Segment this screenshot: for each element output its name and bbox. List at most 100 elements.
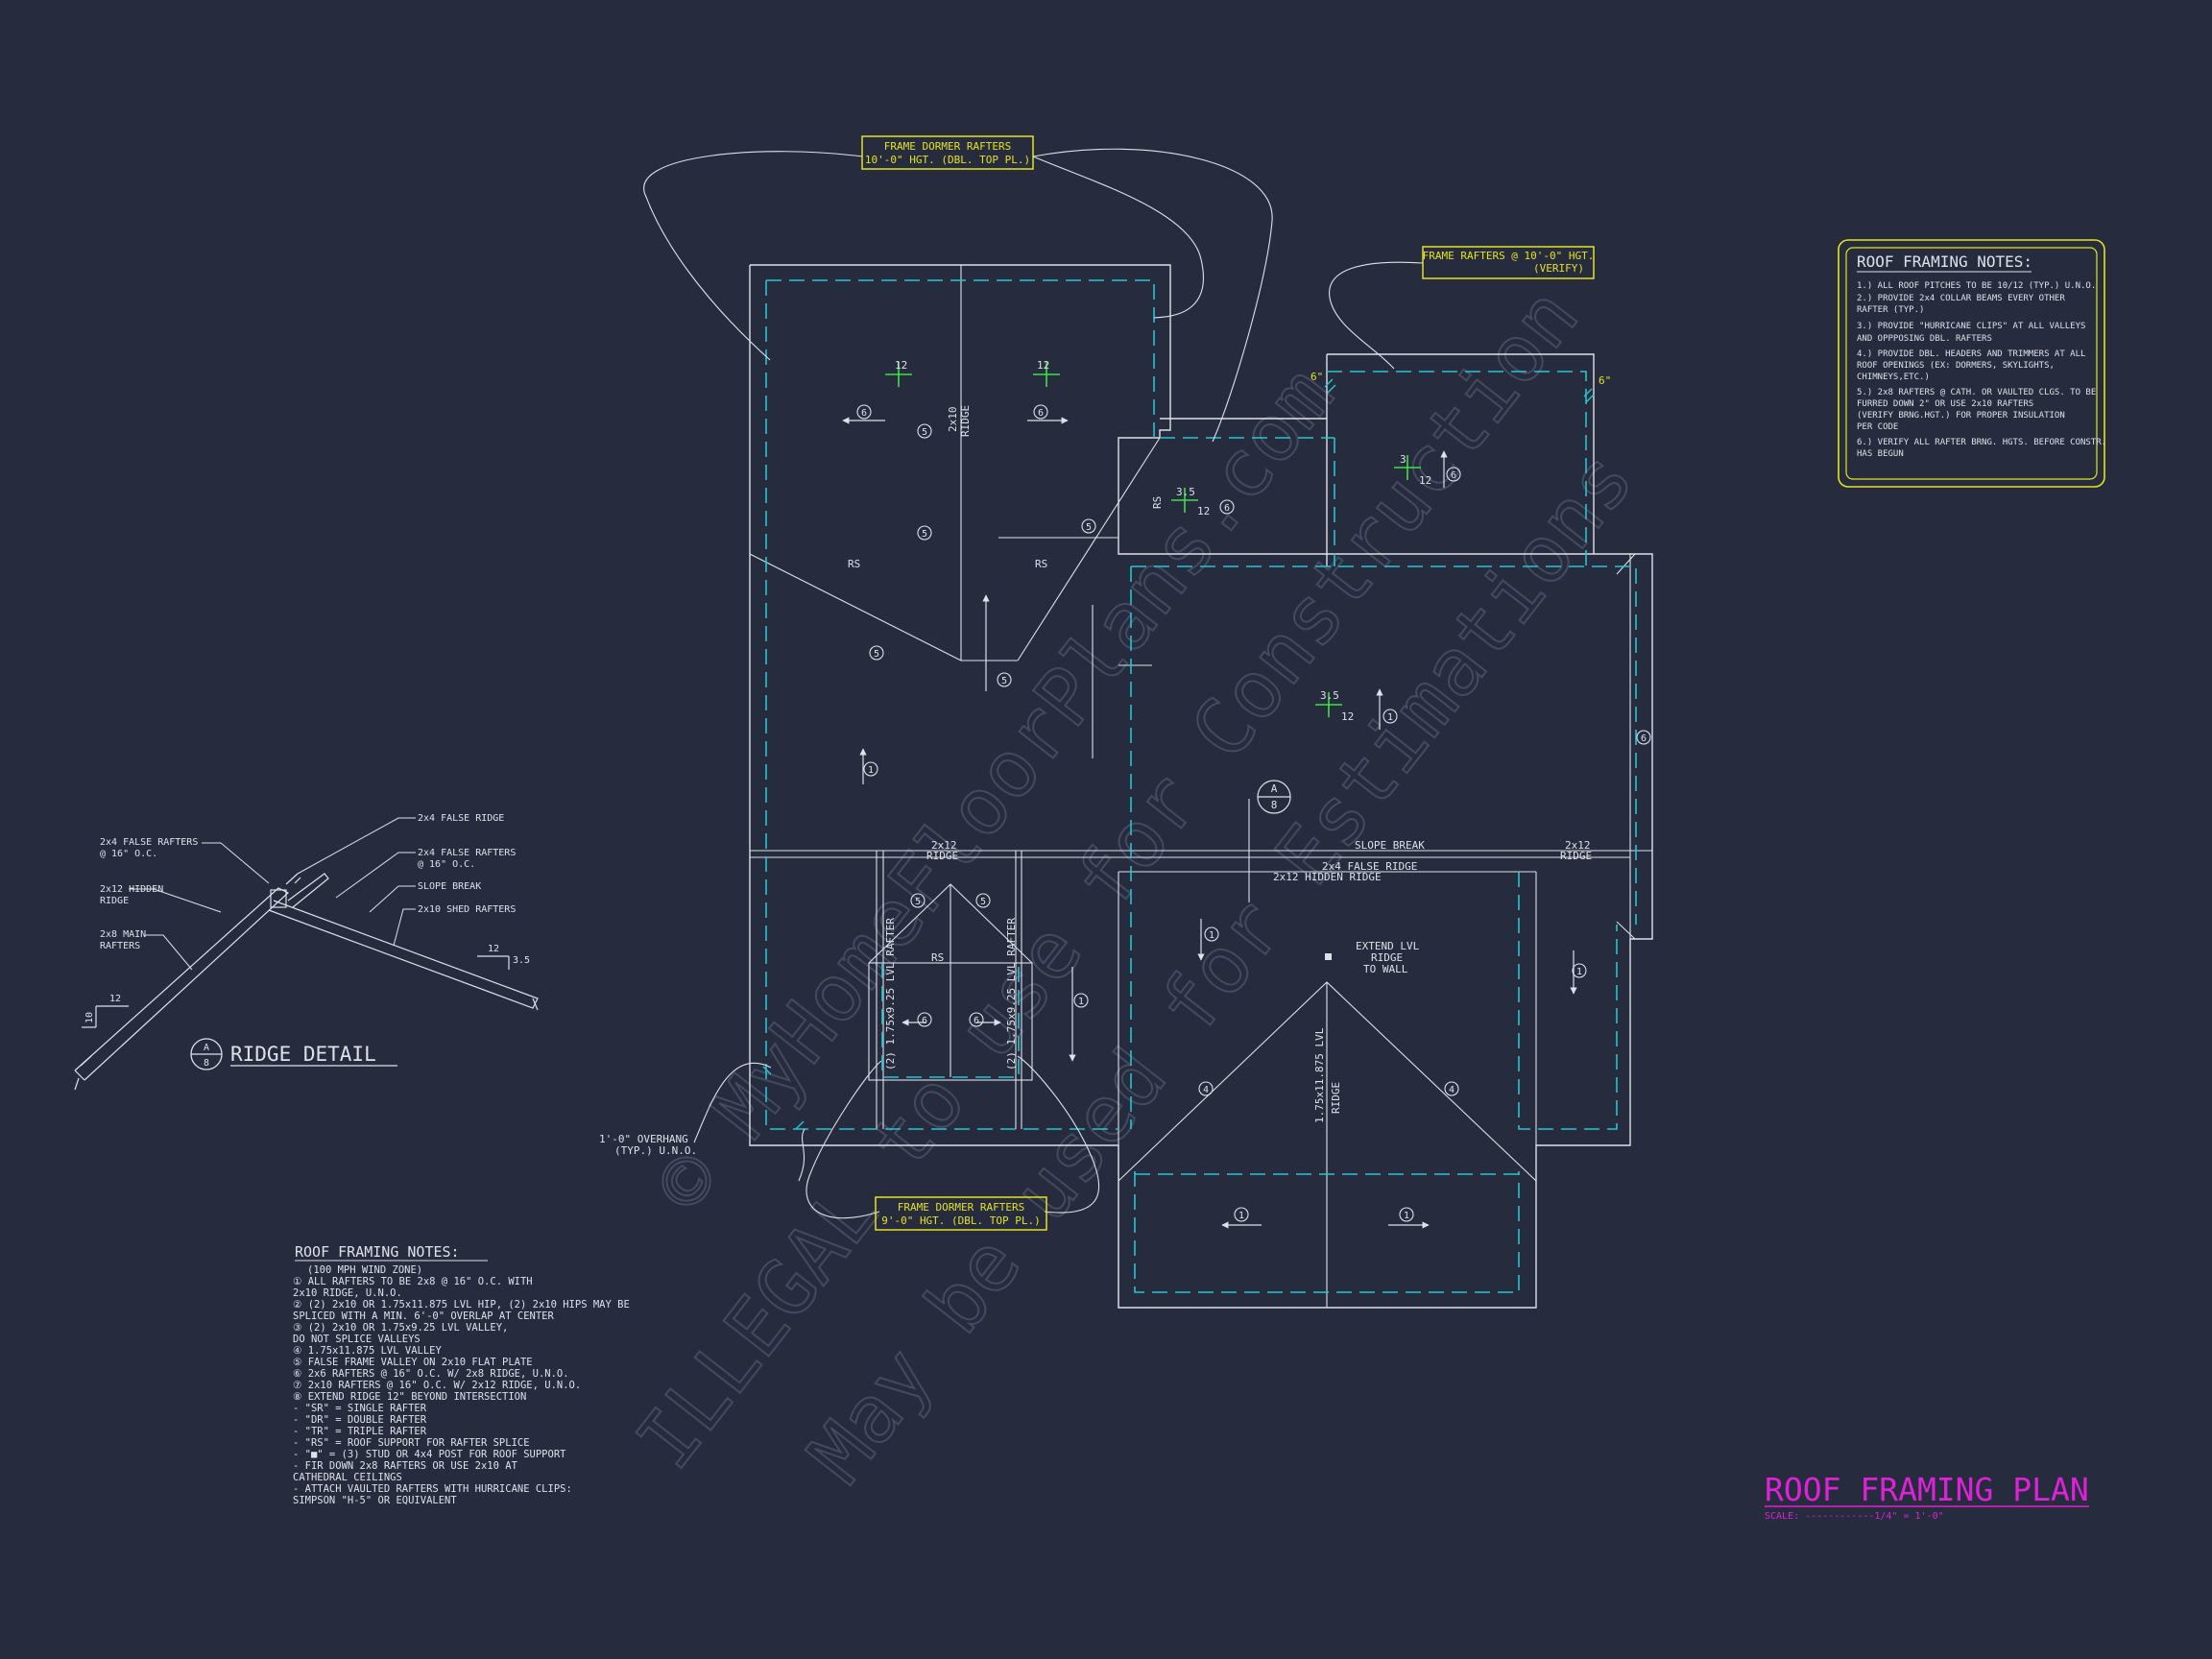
ridge-detail-leaders [129,817,416,971]
notes-left: ROOF FRAMING NOTES: (100 MPH WIND ZONE) … [293,1243,630,1506]
note-right-line: (VERIFY BRNG.HGT.) FOR PROPER INSULATION [1857,411,2065,421]
plan-title-block: ROOF FRAMING PLAN SCALE: ------------1/4… [1765,1471,2089,1522]
note-right-line: FURRED DOWN 2" OR USE 2x10 RAFTERS [1857,399,2033,409]
overhang-6-label: 6" [1310,371,1323,383]
ridge-detail-linework [74,873,539,1091]
callout-bottom-dormer-line-2: 9'-0" HGT. (DBL. TOP PL.) [881,1214,1041,1227]
note-left-line: 2x10 RIDGE, U.N.O. [293,1287,402,1299]
note-left-line: - "DR" = DOUBLE RAFTER [293,1414,427,1426]
pitch-symbols [885,362,1421,717]
overhang-line-2: (TYP.) U.N.O. [614,1144,697,1157]
pitch-label: 10 [84,1012,95,1023]
callout-bottom-dormer: FRAME DORMER RAFTERS 9'-0" HGT. (DBL. TO… [875,1196,1047,1231]
note-left-line: SPLICED WITH A MIN. 6'-0" OVERLAP AT CEN… [293,1310,555,1322]
callout-right-rafters-line-1: FRAME RAFTERS @ 10'-0" HGT. [1423,250,1595,262]
note-right-line: 2.) PROVIDE 2x4 COLLAR BEAMS EVERY OTHER [1857,294,2065,303]
plate-ticks [762,378,1595,1130]
pitch-label: 3 [1400,453,1407,466]
rs-label: RS [1035,558,1047,570]
mark-4: 4 [1449,1085,1455,1095]
callout-top-dormer: FRAME DORMER RAFTERS 10'-0" HGT. (DBL. T… [861,135,1034,170]
note-right-line: 1.) ALL ROOF PITCHES TO BE 10/12 (TYP.) … [1857,281,2096,291]
note-right-line: 3.) PROVIDE "HURRICANE CLIPS" AT ALL VAL… [1857,322,2085,331]
callout-top-dormer-line-2: 10'-0" HGT. (DBL. TOP PL.) [865,154,1030,166]
notes-right-title: ROOF FRAMING NOTES: [1857,252,2032,271]
note-left-line: ⑥ 2x6 RAFTERS @ 16" O.C. W/ 2x8 RIDGE, U… [293,1368,569,1380]
ridge-2x10-label: RIDGE [959,405,972,437]
mark-5: 5 [980,897,986,907]
mark-5: 5 [1001,676,1007,686]
mark-6: 6 [974,1016,979,1026]
false-rafters-label: @ 16" O.C. [418,859,475,870]
mark-5: 5 [922,427,927,438]
lvl-rafter-label: (2) 1.75x9.25 LVL RAFTER [1005,918,1018,1070]
note-left-line: SIMPSON "H-5" OR EQUIVALENT [293,1495,457,1506]
ridge-2x12-label: 2x12 [1565,839,1591,852]
mark-1: 1 [1078,997,1084,1007]
overhang-6-label: 6" [1599,374,1611,387]
pitch-label: 12 [109,994,121,1004]
plan-scale: SCALE: ------------1/4" = 1'-0" [1765,1511,1944,1522]
plan-labels: RS RS RS RS 2x10 RIDGE 2x12 RIDGE 2x12 R… [599,371,1611,1157]
note-left-line: DO NOT SPLICE VALLEYS [293,1334,421,1345]
mark-5: 5 [874,649,879,660]
extend-lvl-line-3: TO WALL [1363,963,1408,975]
note-right-line: CHIMNEYS,ETC.) [1857,373,1930,382]
lvl-ridge-label: 1.75x11.875 LVL [1313,1027,1326,1123]
note-left-line: ① ALL RAFTERS TO BE 2x8 @ 16" O.C. WITH [293,1276,533,1287]
detail-sheet: 8 [1271,799,1278,811]
detail-reference-bubble: A 8 [1257,780,1291,814]
mark-1: 1 [1576,967,1582,977]
ridge-detail-title-block: A 8 RIDGE DETAIL [190,1038,397,1070]
note-left-line: - ATTACH VAULTED RAFTERS WITH HURRICANE … [293,1483,572,1495]
mark-6: 6 [1224,503,1230,514]
lvl-ridge-label: RIDGE [1330,1082,1342,1114]
mark-1: 1 [1387,712,1393,723]
callout-top-dormer-line-1: FRAME DORMER RAFTERS [884,140,1011,153]
note-right-line: 6.) VERIFY ALL RAFTER BRNG. HGTS. BEFORE… [1857,438,2106,447]
pitch-label: 12 [1197,505,1210,517]
ridge-detail-labels: 2x4 FALSE RAFTERS @ 16" O.C. 2x12 HIDDEN… [84,813,530,1023]
false-rafters-label: 2x4 FALSE RAFTERS [100,837,198,848]
ridge-2x10-label: 2x10 [947,407,959,433]
notes-left-lines: (100 MPH WIND ZONE) ① ALL RAFTERS TO BE … [293,1264,630,1506]
pitch-label: 12 [895,359,907,372]
post-symbol [1325,953,1332,960]
mark-1: 1 [1404,1211,1409,1221]
hidden-ridge-label: 2x12 HIDDEN RIDGE [1273,871,1382,883]
pitch-labels: 12 12 3.5 12 3 12 3.5 12 [895,359,1431,723]
note-right-line: RAFTER (TYP.) [1857,305,1924,315]
note-right-line: PER CODE [1857,422,1898,432]
detail-sheet: 8 [204,1058,209,1069]
note-left-line: ④ 1.75x11.875 LVL VALLEY [293,1345,442,1357]
note-left-line: CATHEDRAL CEILINGS [293,1472,402,1483]
note-left-line: ② (2) 2x10 OR 1.75x11.875 LVL HIP, (2) 2… [293,1299,630,1310]
pitch-label: 3.5 [1320,689,1339,702]
extend-lvl-line-2: RIDGE [1371,951,1403,964]
rs-label: RS [848,558,860,570]
mark-1: 1 [1209,930,1214,941]
note-left-line: ⑤ FALSE FRAME VALLEY ON 2x10 FLAT PLATE [293,1357,533,1368]
watermark-line-3: May be used for Estimations [792,435,1652,1500]
note-left-line: - "TR" = TRIPLE RAFTER [293,1426,427,1437]
detail-letter: A [1271,782,1278,795]
notes-right-lines: 1.) ALL ROOF PITCHES TO BE 10/12 (TYP.) … [1857,281,2106,459]
notes-right-panel: ROOF FRAMING NOTES: 1.) ALL ROOF PITCHES… [1838,239,2106,488]
note-left-line: - "SR" = SINGLE RAFTER [293,1403,427,1414]
ridge-detail-title: RIDGE DETAIL [230,1043,376,1066]
mark-5: 5 [915,897,921,907]
note-left-line: - FIR DOWN 2x8 RAFTERS OR USE 2x10 AT [293,1460,518,1472]
ridge-detail: 2x4 FALSE RAFTERS @ 16" O.C. 2x12 HIDDEN… [74,813,539,1091]
notes-left-title: ROOF FRAMING NOTES: [295,1243,460,1261]
extend-lvl-line-1: EXTEND LVL [1356,940,1420,952]
note-left-line: ⑦ 2x10 RAFTERS @ 16" O.C. W/ 2x12 RIDGE,… [293,1380,581,1391]
overhang-line-1: 1'-0" OVERHANG [599,1133,688,1145]
mark-6: 6 [861,408,867,419]
main-rafters-label: 2x8 MAIN [100,929,146,940]
slope-break-label: SLOPE BREAK [418,881,481,892]
note-left-line: - "■" = (3) STUD OR 4x4 POST FOR ROOF SU… [293,1449,566,1460]
framing-lines [749,265,1652,1308]
shed-rafters-label: 2x10 SHED RAFTERS [418,904,516,915]
roof-plan: 12 12 3.5 12 3 12 3.5 12 [599,148,1653,1309]
